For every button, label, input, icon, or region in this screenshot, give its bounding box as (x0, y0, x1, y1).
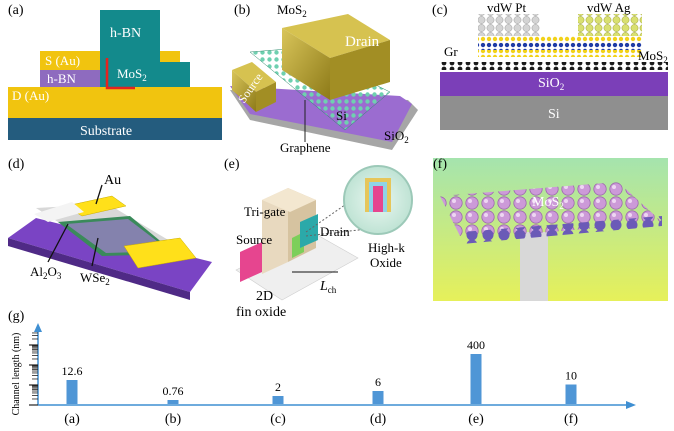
graphene-layer-c (440, 62, 668, 70)
trigate-text: Tri-gate (244, 204, 286, 219)
x-axis-arrow (626, 401, 636, 409)
drain-front (282, 28, 330, 100)
au-bottom-contact (123, 237, 197, 269)
source-top (232, 62, 276, 92)
lch-text: Lch (319, 279, 337, 295)
drain-side (330, 40, 390, 100)
substrate-layer (8, 118, 222, 140)
value-label-a: 12.6 (62, 364, 83, 378)
fin-text-1: 2D (256, 289, 273, 304)
pt-contact (478, 14, 540, 36)
source-front (232, 70, 256, 112)
al2o3-text: Al2O3 (30, 264, 62, 281)
ag-text: vdW Ag (587, 0, 631, 15)
sio2-text-b: SiO2 (384, 128, 409, 145)
mos2-channel-line (105, 58, 135, 90)
graphene-text: Graphene (280, 140, 331, 155)
hbn-top-text: h-BN (110, 26, 141, 41)
panel-a-label: (a) (8, 3, 24, 18)
panel-d: (d) Au Al2O3 WSe2 (8, 157, 212, 300)
mos2-text-f: MoS2 (532, 195, 564, 211)
x-tick-label-e: (e) (468, 412, 484, 427)
y-axis-label: Channel length (nm) (11, 333, 22, 416)
gr-text: Gr (444, 44, 458, 59)
ag-contact (578, 14, 642, 36)
wse2-text: WSe2 (80, 270, 110, 287)
bar-f (565, 384, 577, 404)
x-tick-label-d: (d) (370, 412, 387, 427)
panel-f-label: (f) (433, 157, 447, 172)
source-text-e: Source (236, 232, 272, 247)
highk-text-1: High-k (368, 240, 405, 255)
y-axis-arrow (34, 323, 42, 332)
zoom-fin (373, 186, 383, 212)
highk-text-2: Oxide (370, 255, 402, 270)
au-text: Au (104, 173, 121, 188)
sio2-layer-c (440, 72, 668, 96)
mos2-text-a: MoS2 (117, 66, 147, 83)
si-text-b: Si (336, 108, 347, 123)
gate-front (262, 188, 288, 274)
drain-layer (8, 87, 222, 118)
panel-a: (a) h-BN S (Au) h-BN MoS2 D (Au) Substra… (8, 3, 222, 140)
mos2-text-c: MoS2 (638, 48, 668, 65)
panel-f: (f) MoS2 (433, 157, 668, 301)
pt-text: vdW Pt (487, 0, 527, 15)
source-block (240, 242, 262, 282)
mos2-top-s (478, 36, 642, 43)
source-text: S (Au) (45, 53, 80, 68)
bar-a (66, 380, 78, 404)
bar-d (372, 391, 384, 404)
panel-c: (c) vdW Pt vdW Ag Gr MoS2 SiO2 Si (432, 0, 668, 130)
drain-top (282, 14, 390, 58)
bars (66, 354, 577, 404)
bar-c (272, 396, 284, 404)
hbn-mid-text: h-BN (47, 71, 77, 86)
mos2-balls-bottom (462, 216, 662, 244)
drain-block (300, 214, 318, 248)
x-tick-label-c: (c) (270, 412, 286, 427)
panel-e-label: (e) (224, 157, 240, 172)
panel-d-label: (d) (8, 157, 25, 172)
mos2-text-b: MoS2 (277, 2, 307, 19)
value-label-d: 6 (375, 375, 381, 389)
al2o3-top (34, 202, 84, 222)
hbn-top-layer (100, 10, 160, 62)
x-tick-label-a: (a) (64, 412, 80, 427)
panel-b: (b) MoS2 Drain Source Si SiO2 Graphene (230, 2, 418, 155)
drain-text-e: Drain (320, 224, 350, 239)
value-label-b: 0.76 (163, 384, 184, 398)
value-labels: 12.6 0.76 2 6 400 10 (62, 338, 578, 398)
x-tick-label-f: (f) (564, 412, 578, 427)
substrate-d-edge (8, 238, 190, 300)
drain-text: D (Au) (12, 88, 49, 103)
fin-text-2: fin oxide (236, 305, 286, 320)
si-layer-c (440, 96, 668, 130)
mos2-mo (478, 43, 642, 50)
substrate-text: Substrate (80, 124, 132, 139)
x-tick-labels: (a) (b) (c) (d) (e) (f) (64, 412, 578, 427)
gate-top (262, 188, 316, 212)
bar-e (470, 354, 482, 404)
sio2-text-c: SiO2 (538, 76, 564, 92)
panel-g-label: (g) (8, 309, 25, 324)
panel-c-label: (c) (432, 3, 448, 18)
value-label-f: 10 (565, 369, 577, 383)
drain-text-b: Drain (345, 34, 380, 50)
panel-b-label: (b) (234, 3, 251, 18)
source-side (256, 82, 276, 112)
mos2-bot-s (478, 50, 642, 57)
hbn-top-lower (100, 62, 190, 87)
value-label-c: 2 (275, 380, 281, 394)
value-label-e: 400 (467, 338, 485, 352)
pillar-f (520, 232, 548, 301)
si-text-c: Si (548, 107, 560, 122)
y-ticks (29, 332, 38, 406)
bar-b (167, 400, 179, 404)
x-tick-label-b: (b) (165, 412, 182, 427)
panel-e: (e) Tri-gate Drain Source 2D fin oxide L… (224, 157, 413, 320)
